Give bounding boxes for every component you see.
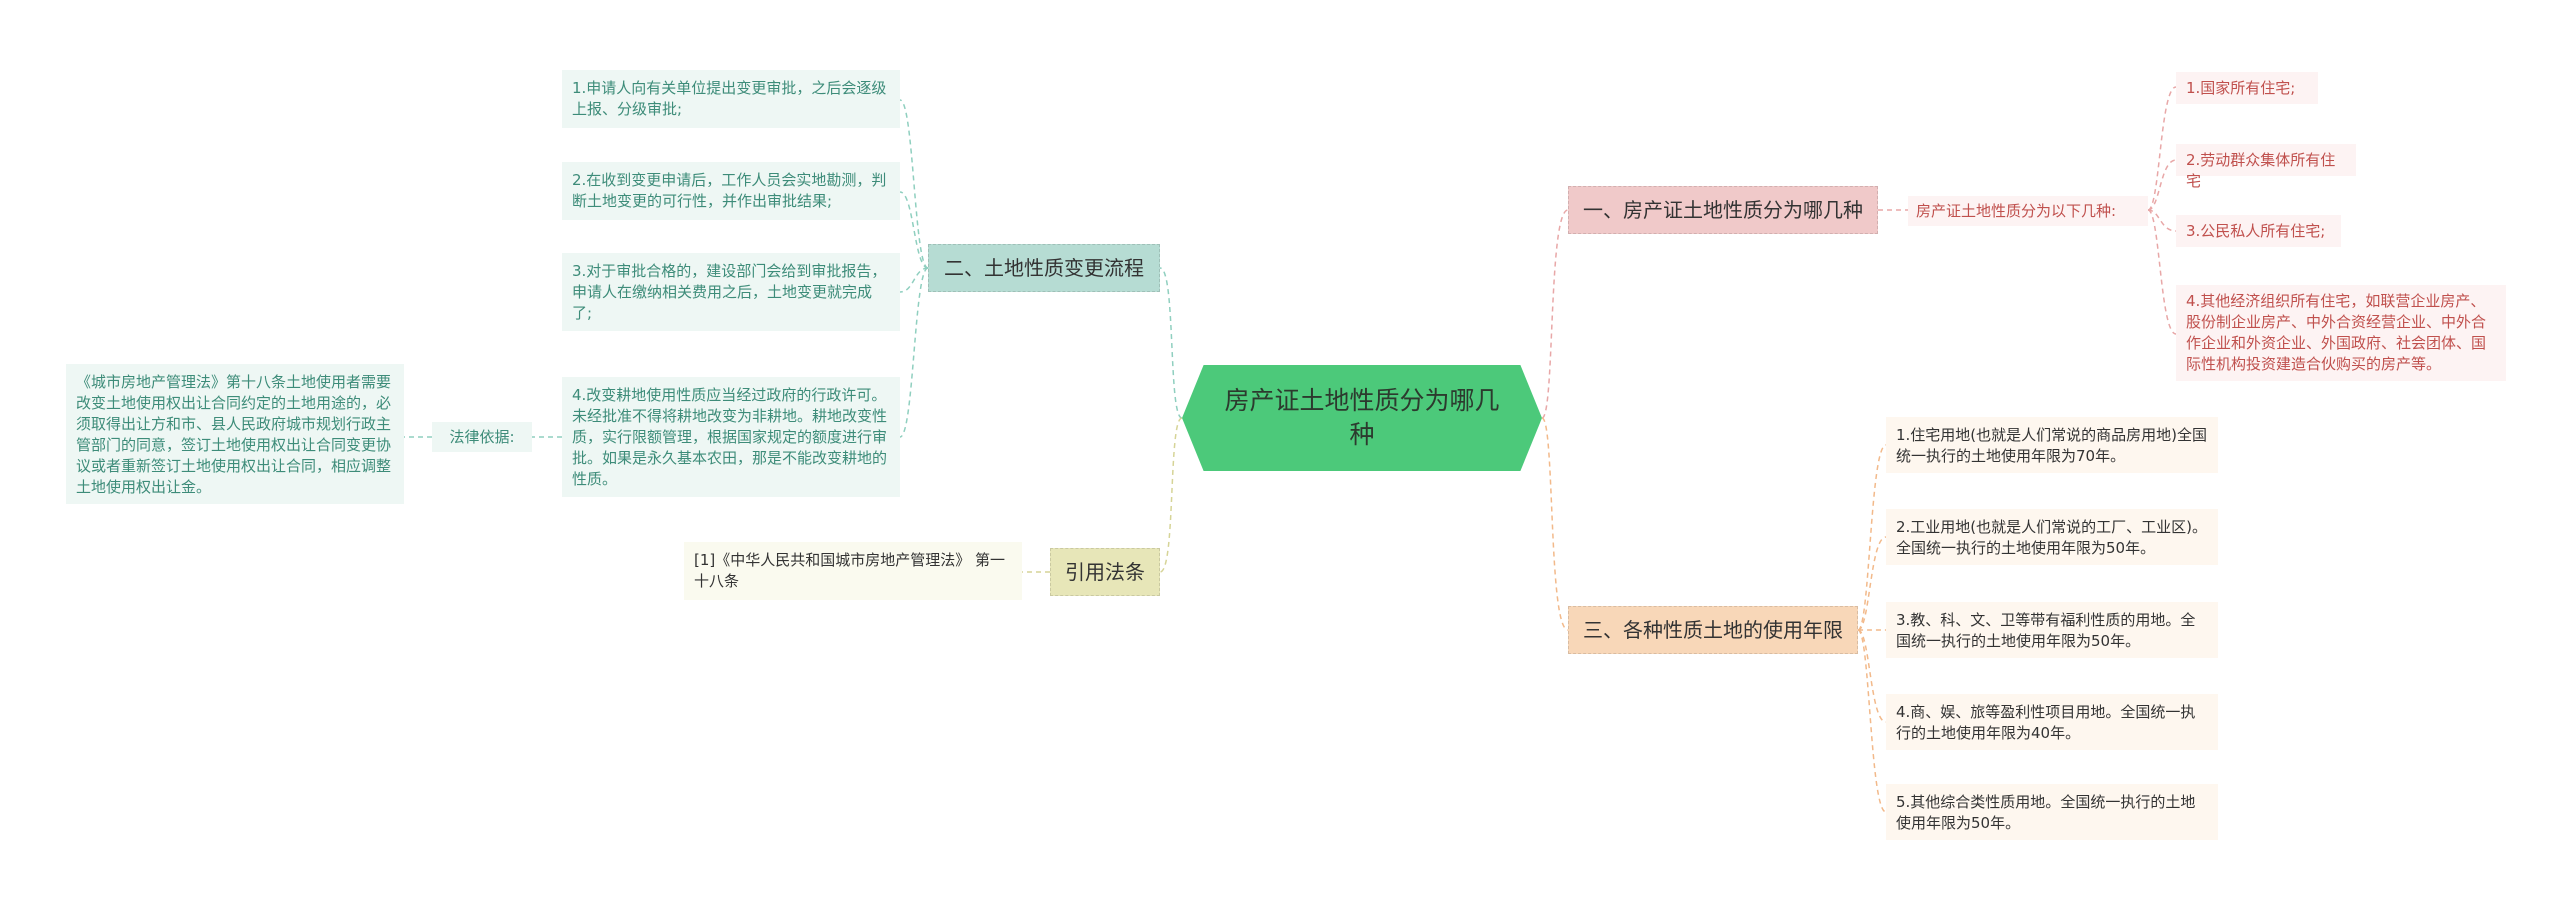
branch-land-types[interactable]: 一、房产证土地性质分为哪几种 xyxy=(1568,186,1878,234)
land-years-item-5[interactable]: 5.其他综合类性质用地。全国统一执行的土地使用年限为50年。 xyxy=(1886,784,2218,840)
branch-land-use-years[interactable]: 三、各种性质土地的使用年限 xyxy=(1568,606,1858,654)
law-basis-label[interactable]: 法律依据: xyxy=(432,422,532,452)
land-type-item-3[interactable]: 3.公民私人所有住宅; xyxy=(2176,215,2341,247)
land-type-item-2[interactable]: 2.劳动群众集体所有住宅 xyxy=(2176,144,2356,190)
change-step-3[interactable]: 3.对于审批合格的，建设部门会给到审批报告，申请人在缴纳相关费用之后，土地变更就… xyxy=(562,253,900,331)
law-basis-text[interactable]: 《城市房地产管理法》第十八条土地使用者需要改变土地使用权出让合同约定的土地用途的… xyxy=(66,364,404,504)
land-years-item-4[interactable]: 4.商、娱、旅等盈利性项目用地。全国统一执行的土地使用年限为40年。 xyxy=(1886,694,2218,750)
change-step-1[interactable]: 1.申请人向有关单位提出变更审批，之后会逐级上报、分级审批; xyxy=(562,70,900,128)
branch-change-process[interactable]: 二、土地性质变更流程 xyxy=(928,244,1160,292)
land-type-item-1[interactable]: 1.国家所有住宅; xyxy=(2176,72,2318,104)
land-years-item-1[interactable]: 1.住宅用地(也就是人们常说的商品房用地)全国统一执行的土地使用年限为70年。 xyxy=(1886,417,2218,473)
land-years-item-3[interactable]: 3.教、科、文、卫等带有福利性质的用地。全国统一执行的土地使用年限为50年。 xyxy=(1886,602,2218,658)
change-step-4[interactable]: 4.改变耕地使用性质应当经过政府的行政许可。未经批准不得将耕地改变为非耕地。耕地… xyxy=(562,377,900,497)
link-root-b1 xyxy=(1541,209,1569,419)
land-years-item-2[interactable]: 2.工业用地(也就是人们常说的工厂、工业区)。全国统一执行的土地使用年限为50年… xyxy=(1886,509,2218,565)
change-step-2[interactable]: 2.在收到变更申请后，工作人员会实地勘测，判断土地变更的可行性，并作出审批结果; xyxy=(562,162,900,220)
link-root-b4 xyxy=(1159,417,1183,573)
land-type-item-4[interactable]: 4.其他经济组织所有住宅，如联营企业房产、股份制企业房产、中外合资经营企业、中外… xyxy=(2176,285,2506,381)
cited-law-item-1[interactable]: [1]《中华人民共和国城市房地产管理法》 第一十八条 xyxy=(684,542,1022,600)
link-root-b2 xyxy=(1159,267,1183,419)
branch-cited-law[interactable]: 引用法条 xyxy=(1050,548,1160,596)
land-types-intro[interactable]: 房产证土地性质分为以下几种: xyxy=(1908,196,2148,226)
root-topic[interactable]: 房产证土地性质分为哪几种 xyxy=(1182,365,1542,471)
link-root-b3 xyxy=(1541,417,1569,631)
